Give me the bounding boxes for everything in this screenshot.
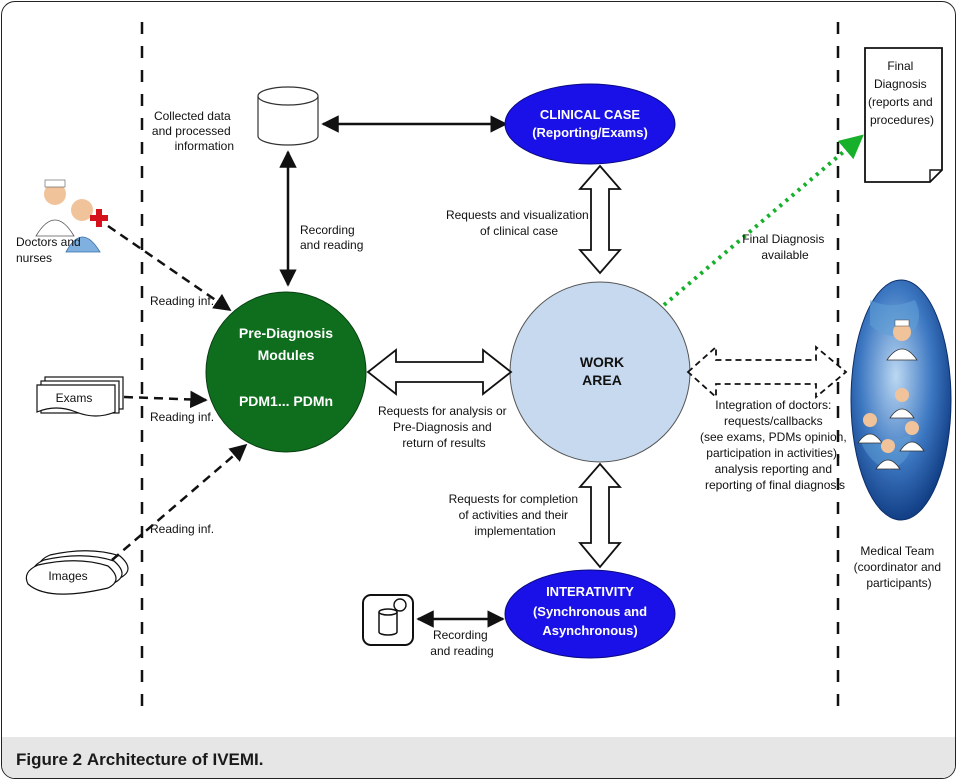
final-available-label: Final Diagnosis available xyxy=(742,232,827,262)
work-area-line1: WORK xyxy=(580,354,624,370)
caption-band xyxy=(2,737,955,778)
integration-label: Integration of doctors: requests/callbac… xyxy=(700,398,850,492)
final-diagnosis-dotted-arrow xyxy=(662,134,864,307)
reading-inf-label-3: Reading inf. xyxy=(150,522,214,536)
recording-bottom-label: Recording and reading xyxy=(430,628,493,658)
medical-team-label: Medical Team (coordinator and participan… xyxy=(854,544,945,590)
team-person-icon xyxy=(857,413,883,444)
doctors-nurses-icon xyxy=(35,179,108,253)
storage-icon xyxy=(362,594,414,646)
exams-label: Exams xyxy=(56,391,93,405)
recording-top-label: Recording and reading xyxy=(300,223,363,252)
pre-diagnosis-node: Pre-Diagnosis Modules PDM1... PDMn xyxy=(205,291,367,453)
reading-inf-label-2: Reading inf. xyxy=(150,410,214,424)
figure-caption-label: Figure 2 xyxy=(16,750,83,769)
requests-completion-label: Requests for completion of activities an… xyxy=(449,492,582,538)
reading-inf-label-1: Reading inf. xyxy=(150,294,214,308)
collected-data-label: Collected data and processed information xyxy=(152,109,234,153)
doctors-pdm-arrow xyxy=(107,224,232,312)
clinical-case-node: CLINICAL CASE (Reporting/Exams) xyxy=(504,83,676,165)
images-pdm-arrow xyxy=(111,443,248,561)
work-interativity-double-arrow xyxy=(578,462,622,569)
team-person-icon xyxy=(886,319,918,361)
interativity-node: INTERATIVITY (Synchronous and Asynchrono… xyxy=(504,569,676,659)
team-person-icon xyxy=(875,439,901,470)
interativity-title: INTERATIVITY xyxy=(546,584,634,599)
exams-pdm-arrow xyxy=(123,390,208,409)
figure-caption-text: Architecture of IVEMI. xyxy=(86,750,264,769)
interativity-line3: Asynchronous) xyxy=(542,623,637,638)
work-area-node: WORK AREA xyxy=(509,281,691,463)
interativity-line2: (Synchronous and xyxy=(533,604,647,619)
requests-visualization-label: Requests and visualization of clinical c… xyxy=(446,208,592,238)
team-person-icon xyxy=(889,388,915,419)
images-label: Images xyxy=(48,569,87,583)
pre-diagnosis-line3: PDM1... PDMn xyxy=(239,393,333,409)
requests-analysis-label: Requests for analysis or Pre-Diagnosis a… xyxy=(378,404,510,450)
exams-document-icon: Exams xyxy=(36,376,124,417)
work-team-dashed-double-arrow xyxy=(686,344,848,400)
team-person-icon xyxy=(899,421,925,452)
clinical-work-double-arrow xyxy=(578,164,622,275)
images-document-icon: Images xyxy=(25,550,129,595)
pdm-work-double-arrow xyxy=(366,348,513,396)
clinical-case-title: CLINICAL CASE xyxy=(540,107,640,122)
clinical-case-subtitle: (Reporting/Exams) xyxy=(532,125,648,140)
pre-diagnosis-line1: Pre-Diagnosis xyxy=(239,325,333,341)
final-diagnosis-document: Final Diagnosis (reports and procedures) xyxy=(864,47,943,183)
doctors-nurses-label: Doctors and nurses xyxy=(16,235,84,265)
figure-caption: Figure 2 Architecture of IVEMI. xyxy=(16,750,264,770)
work-area-line2: AREA xyxy=(582,372,622,388)
final-diagnosis-doc-text: Final Diagnosis (reports and procedures) xyxy=(868,59,936,127)
database-icon xyxy=(257,86,319,146)
pre-diagnosis-line2: Modules xyxy=(258,347,315,363)
